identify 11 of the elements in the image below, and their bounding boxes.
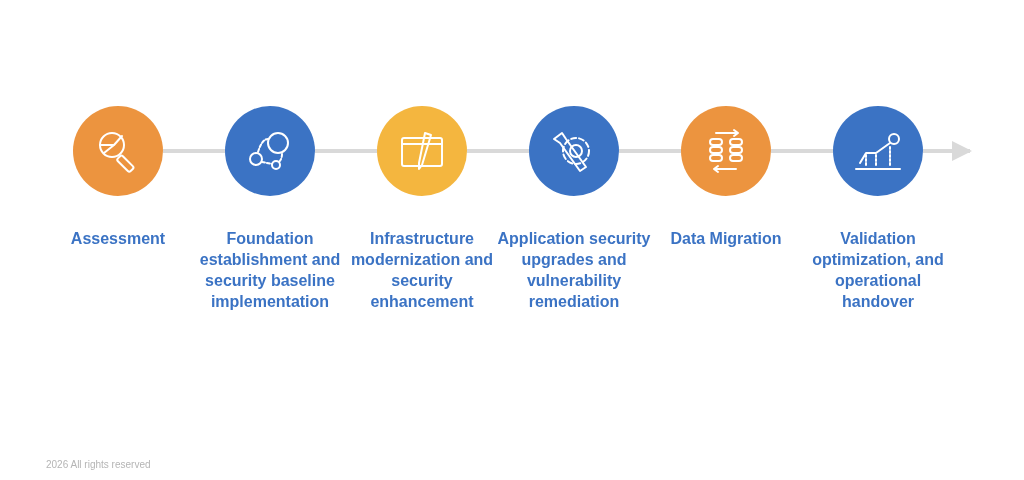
timeline-line xyxy=(619,149,681,153)
timeline-arrow xyxy=(923,141,972,161)
step-title: Validation optimization, and operational handover xyxy=(811,229,945,312)
timeline-line xyxy=(771,149,833,153)
step-title: Foundation establishment and security baseline implementation xyxy=(198,229,342,312)
footer-note: 2026 All rights reserved xyxy=(46,458,151,472)
step-title: Application security upgrades and vulnerability remediation xyxy=(496,229,652,312)
step-title: Assessment xyxy=(69,229,167,249)
timeline-line xyxy=(315,149,377,153)
timeline-line xyxy=(163,149,225,153)
timeline-line xyxy=(467,149,529,153)
